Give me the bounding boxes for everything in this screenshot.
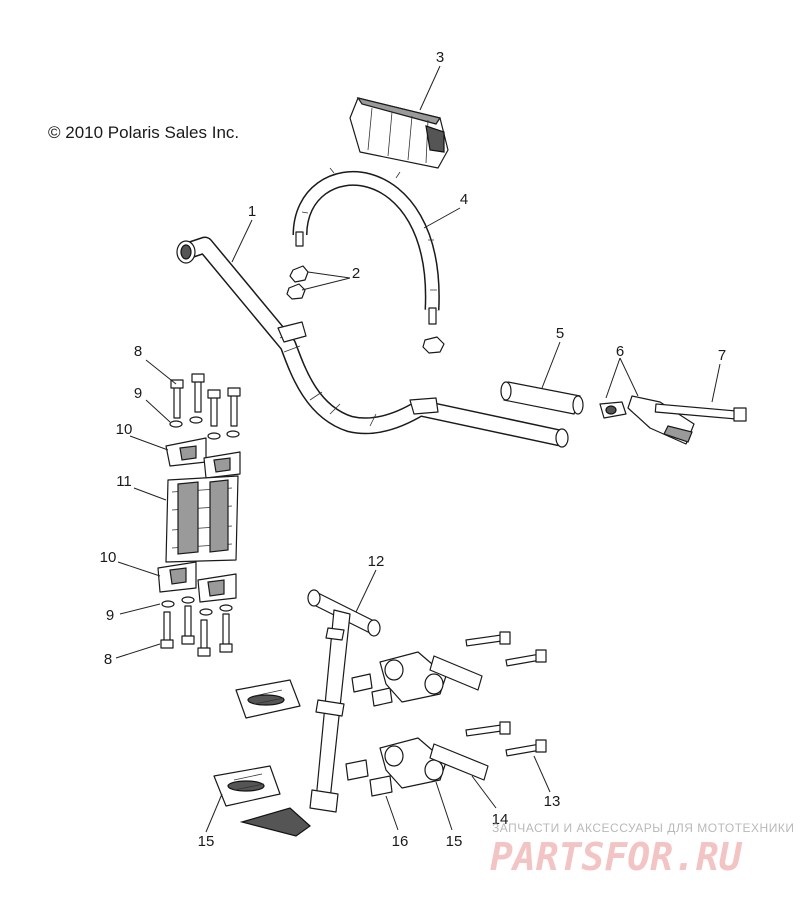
riser-clamp-upper <box>165 437 241 479</box>
callout-12: 12 <box>368 553 385 570</box>
callout-16: 16 <box>392 833 409 850</box>
callout-1: 1 <box>248 203 256 220</box>
steering-post <box>239 589 381 837</box>
callout-6: 6 <box>616 343 624 360</box>
handlebar <box>176 236 569 448</box>
watermark: ЗАПЧАСТИ И АКСЕССУАРЫ ДЛЯ МОТОТЕХНИКИ PA… <box>490 821 794 879</box>
callout-10-upper: 10 <box>116 421 133 438</box>
leader-lines <box>115 65 721 833</box>
strap-lower <box>429 743 489 781</box>
grip-tube <box>500 381 584 415</box>
callout-11: 11 <box>116 473 132 490</box>
copyright-text: © 2010 Polaris Sales Inc. <box>48 123 239 142</box>
callout-2: 2 <box>352 265 360 282</box>
callout-7: 7 <box>718 347 726 364</box>
callout-8-lower: 8 <box>104 651 112 668</box>
watermark-brand: PARTSFOR.RU <box>490 835 743 879</box>
long-bolt <box>654 403 747 422</box>
callout-4: 4 <box>460 191 468 208</box>
upper-clamp-left <box>235 679 301 719</box>
callout-10-lower: 10 <box>100 549 117 566</box>
callout-9-upper: 9 <box>134 385 142 402</box>
callouts: 3 1 2 4 5 6 7 8 9 10 11 10 9 8 12 13 14 … <box>100 49 727 850</box>
strap-upper <box>429 655 483 691</box>
bushings-lower <box>345 759 393 797</box>
bushings-upper <box>351 673 393 707</box>
callout-15-left: 15 <box>198 833 215 850</box>
callout-3: 3 <box>436 49 444 66</box>
callout-8-upper: 8 <box>134 343 142 360</box>
callout-5: 5 <box>556 325 564 342</box>
callout-9-lower: 9 <box>106 607 114 624</box>
riser-bolts-lower <box>160 596 233 657</box>
handlebar-pad <box>349 97 449 169</box>
bolts-lower-right <box>465 721 547 757</box>
upper-clamp-right <box>379 651 447 703</box>
callout-14: 14 <box>492 811 509 828</box>
riser-bolts-upper <box>169 373 241 440</box>
watermark-tagline: ЗАПЧАСТИ И АКСЕССУАРЫ ДЛЯ МОТОТЕХНИКИ <box>492 821 794 835</box>
riser-clamp-lower <box>157 561 237 603</box>
riser-block <box>165 475 239 563</box>
grab-handle <box>286 167 445 354</box>
bolts-upper-right <box>465 631 547 667</box>
callout-15-right: 15 <box>446 833 463 850</box>
callout-13: 13 <box>544 793 561 810</box>
bar-end-fitting <box>599 395 695 445</box>
lower-clamp-right <box>379 737 447 789</box>
lower-clamp-left <box>213 765 281 807</box>
